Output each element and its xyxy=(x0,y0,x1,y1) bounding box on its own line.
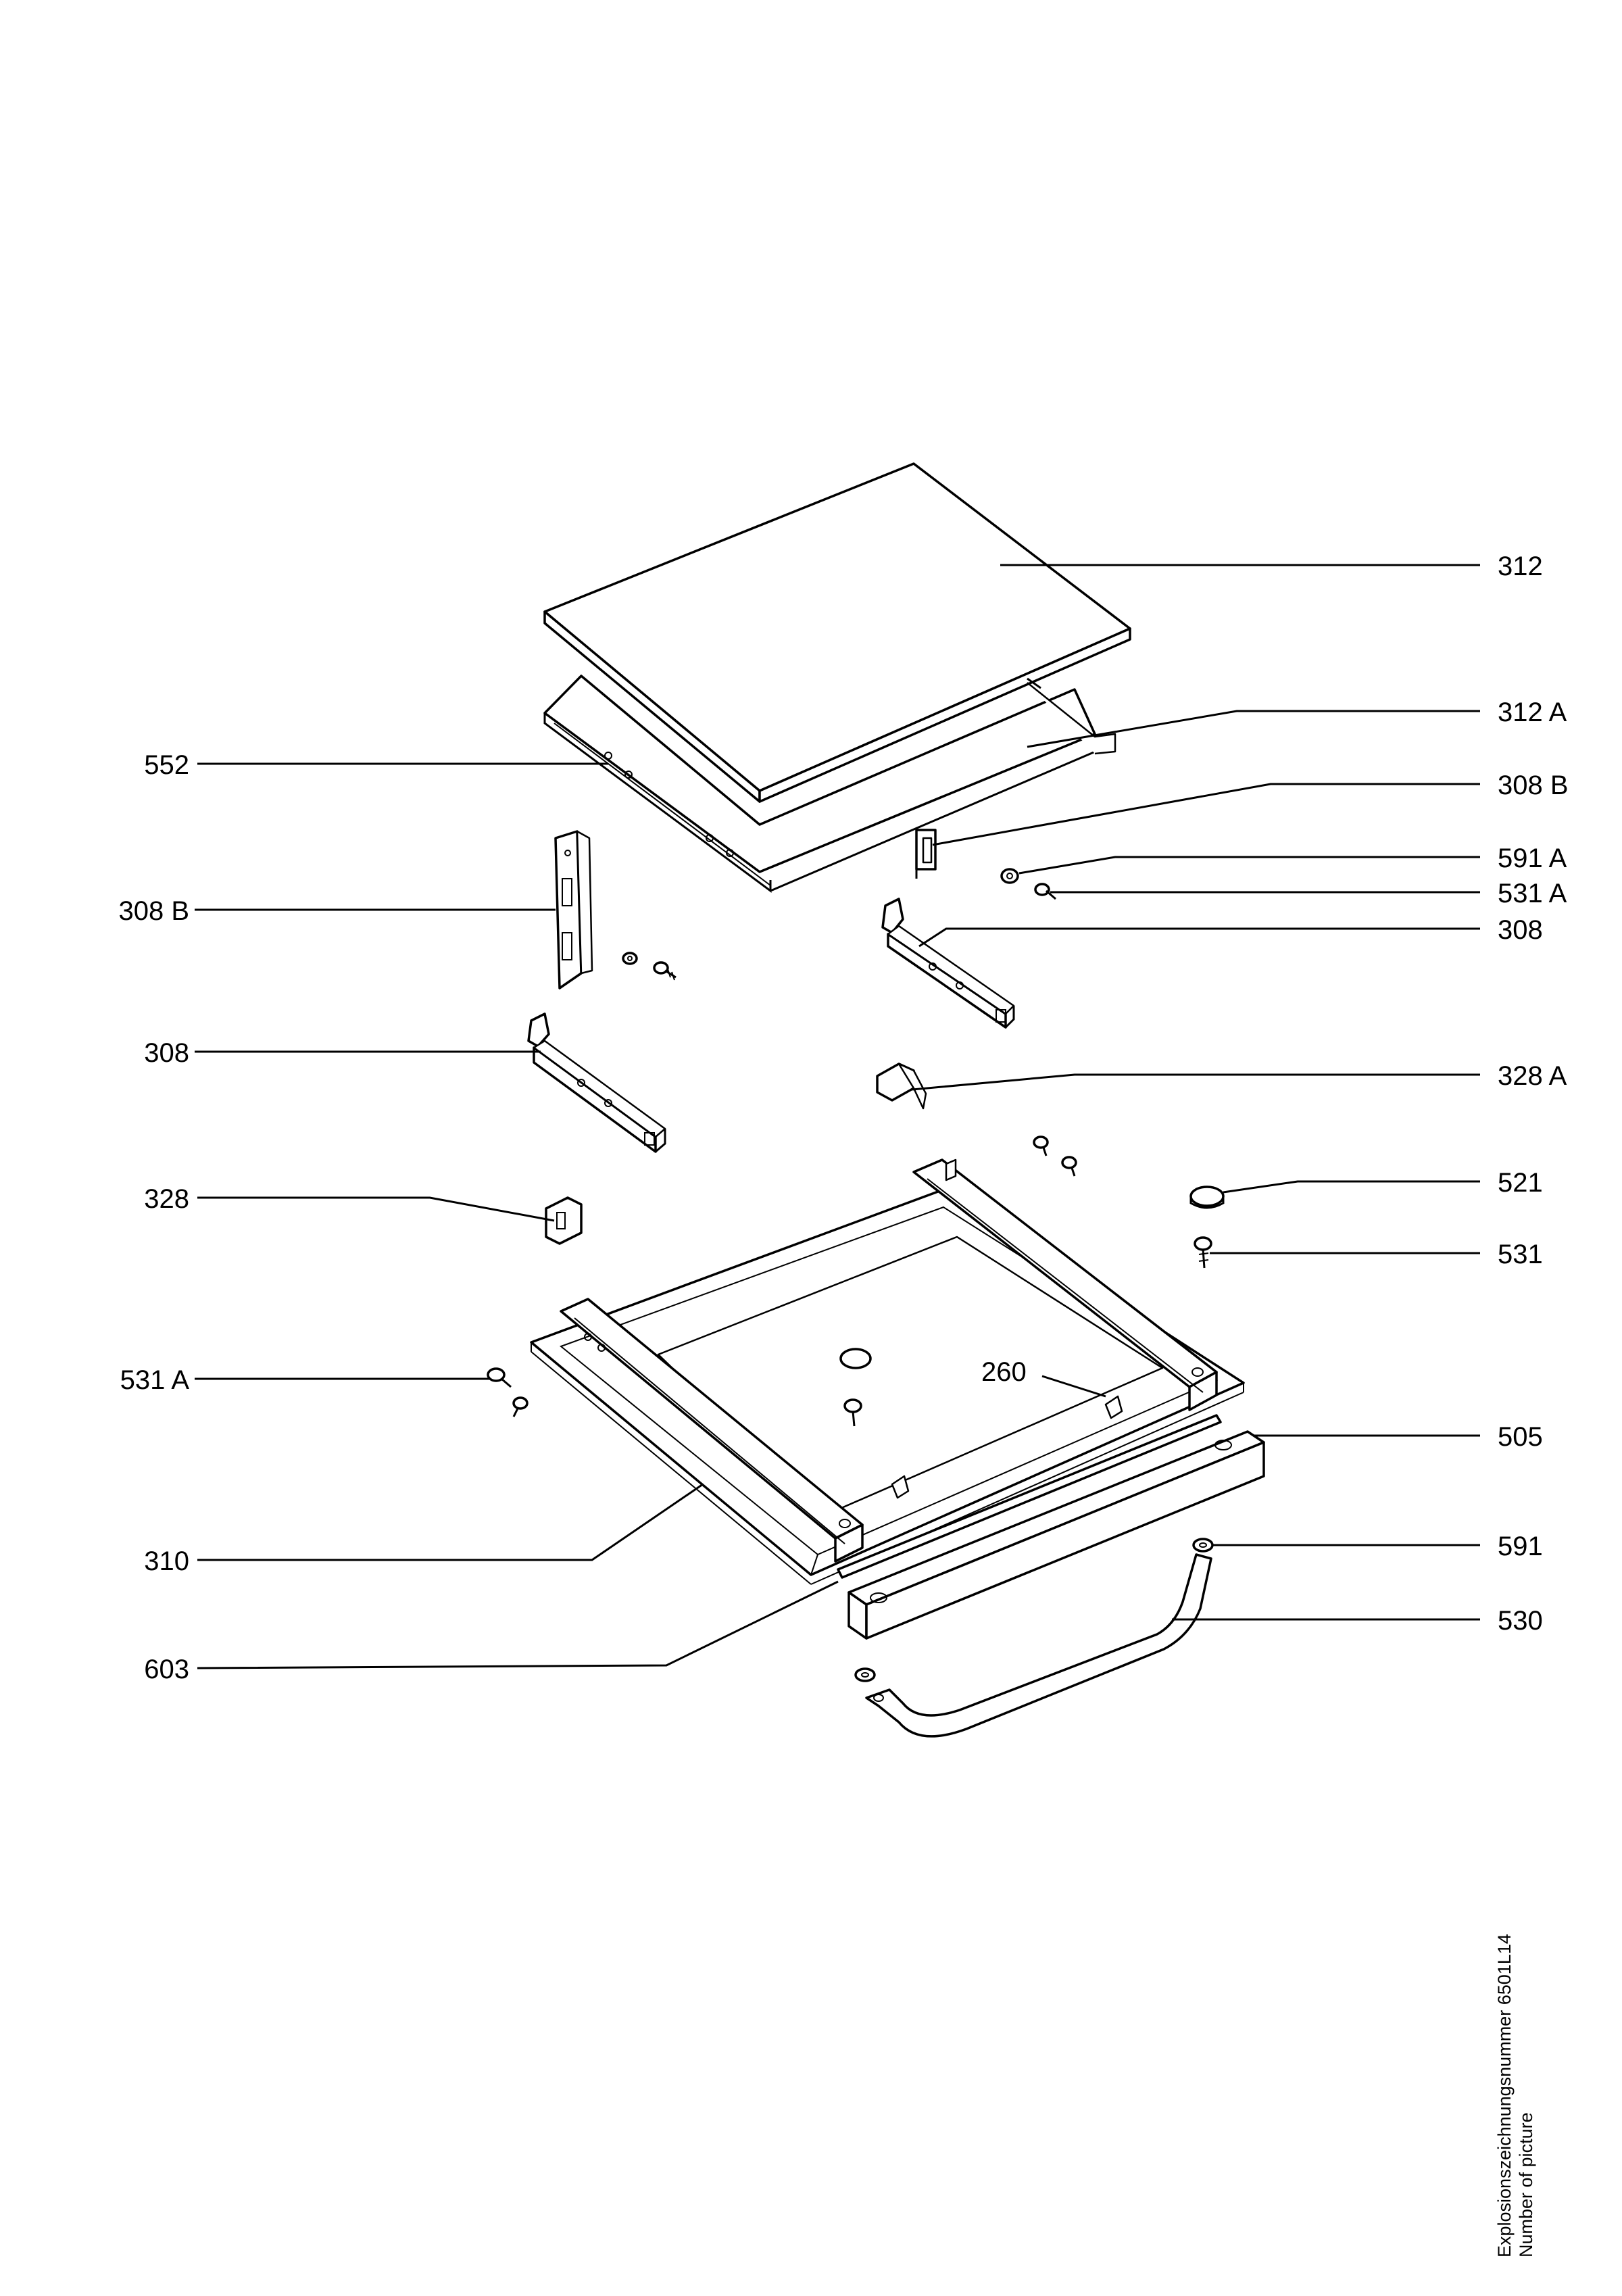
leader-310 xyxy=(197,1483,704,1561)
part-328-clip xyxy=(545,1196,583,1245)
part-screw-frame-2 xyxy=(1061,1156,1077,1177)
part-screw-frame-1 xyxy=(1033,1135,1049,1156)
label-591a: 591 A xyxy=(1498,844,1567,873)
part-312-glass-plate xyxy=(543,462,1131,803)
leader-260 xyxy=(1041,1375,1106,1398)
caption-drawing-number: Explosionszeichnungsnummer 6501L14 xyxy=(1494,1934,1515,2257)
leader-308b-right xyxy=(932,783,1480,846)
picture-number-caption: Explosionszeichnungsnummer 6501L14 Numbe… xyxy=(1494,1879,1538,2257)
label-260: 260 xyxy=(981,1357,1027,1387)
part-531a-screw-right xyxy=(1034,883,1056,900)
part-521-cap xyxy=(1189,1186,1225,1209)
label-531a-left: 531 A xyxy=(120,1365,189,1395)
part-center-cap xyxy=(839,1348,872,1369)
leader-328a xyxy=(912,1073,1480,1091)
part-screw-left xyxy=(653,961,677,981)
leader-603 xyxy=(197,1580,839,1669)
label-552: 552 xyxy=(144,750,189,780)
label-310: 310 xyxy=(144,1546,189,1576)
leader-591a xyxy=(1018,856,1480,875)
part-531-screw xyxy=(1194,1236,1212,1269)
label-603: 603 xyxy=(144,1655,189,1684)
part-505-front-bar xyxy=(847,1430,1265,1640)
part-591a-washer xyxy=(1000,868,1019,884)
part-center-screw xyxy=(843,1398,862,1427)
part-308-hinge-left xyxy=(527,1012,666,1153)
label-312a: 312 A xyxy=(1498,698,1567,727)
leader-312a xyxy=(1027,710,1480,748)
leader-521 xyxy=(1223,1180,1480,1194)
label-530: 530 xyxy=(1498,1606,1543,1636)
label-521: 521 xyxy=(1498,1168,1543,1198)
label-328: 328 xyxy=(144,1184,189,1214)
label-308b-left: 308 B xyxy=(118,896,189,926)
part-washer-handle xyxy=(854,1667,876,1682)
label-505: 505 xyxy=(1498,1422,1543,1452)
part-308-hinge-right xyxy=(881,898,1015,1029)
part-310-rail-left xyxy=(560,1298,864,1563)
part-308b-bracket-left xyxy=(554,830,593,990)
part-260-clip xyxy=(1104,1395,1123,1419)
label-308-left: 308 xyxy=(144,1038,189,1068)
part-531a-screw-left-1 xyxy=(487,1367,512,1388)
part-small-clip-frame xyxy=(891,1475,910,1499)
label-308-right: 308 xyxy=(1498,915,1543,945)
caption-number-of-picture: Number of picture xyxy=(1516,2112,1537,2257)
part-328a-clip xyxy=(876,1062,927,1110)
part-552-channel xyxy=(554,723,771,886)
label-312: 312 xyxy=(1498,552,1543,581)
part-310-rail-right xyxy=(912,1158,1218,1411)
label-328a: 328 A xyxy=(1498,1061,1567,1091)
part-530-handle xyxy=(865,1553,1212,1738)
label-308b-right: 308 B xyxy=(1498,771,1569,800)
part-603-strip xyxy=(837,1414,1222,1579)
leader-308-right xyxy=(918,927,1480,948)
leader-328 xyxy=(197,1196,555,1222)
label-531: 531 xyxy=(1498,1240,1543,1269)
part-washer-left xyxy=(622,952,638,965)
part-531a-screw-left-2 xyxy=(512,1396,529,1417)
label-531a-right: 531 A xyxy=(1498,879,1567,908)
leader-lines xyxy=(195,564,1480,1669)
label-591: 591 xyxy=(1498,1532,1543,1561)
part-591-washer xyxy=(1192,1538,1214,1553)
part-308b-clip-right xyxy=(915,829,937,879)
